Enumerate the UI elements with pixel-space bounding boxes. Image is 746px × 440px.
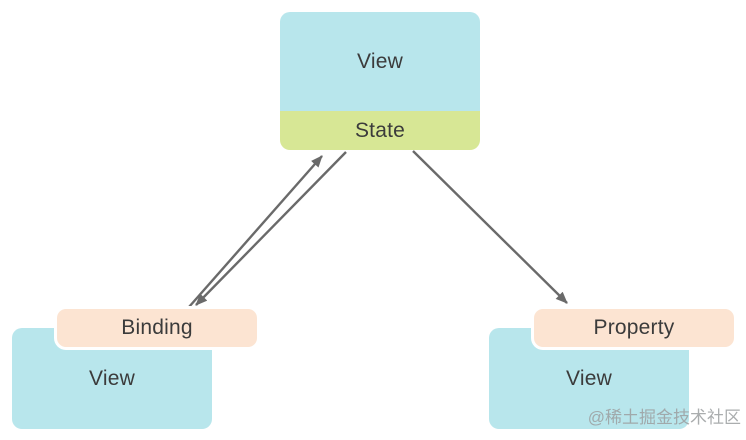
watermark: @稀土掘金技术社区: [587, 408, 741, 427]
top-view-label: View: [357, 49, 403, 73]
arrow-state-to-binding: [195, 151, 347, 306]
bottom-left-view-label: View: [89, 366, 135, 390]
bottom-right-view-label: View: [566, 366, 612, 390]
arrow-state-to-property: [412, 150, 568, 304]
property-badge: Property: [534, 309, 734, 347]
top-view-node: View State: [280, 12, 480, 150]
property-badge-label: Property: [593, 316, 675, 339]
binding-badge-label: Binding: [121, 316, 193, 339]
arrow-binding-to-state: [188, 155, 323, 308]
top-view-section: View: [280, 12, 480, 111]
state-badge-label: State: [354, 118, 406, 142]
binding-badge: Binding: [57, 309, 257, 347]
state-badge: State: [280, 111, 480, 150]
